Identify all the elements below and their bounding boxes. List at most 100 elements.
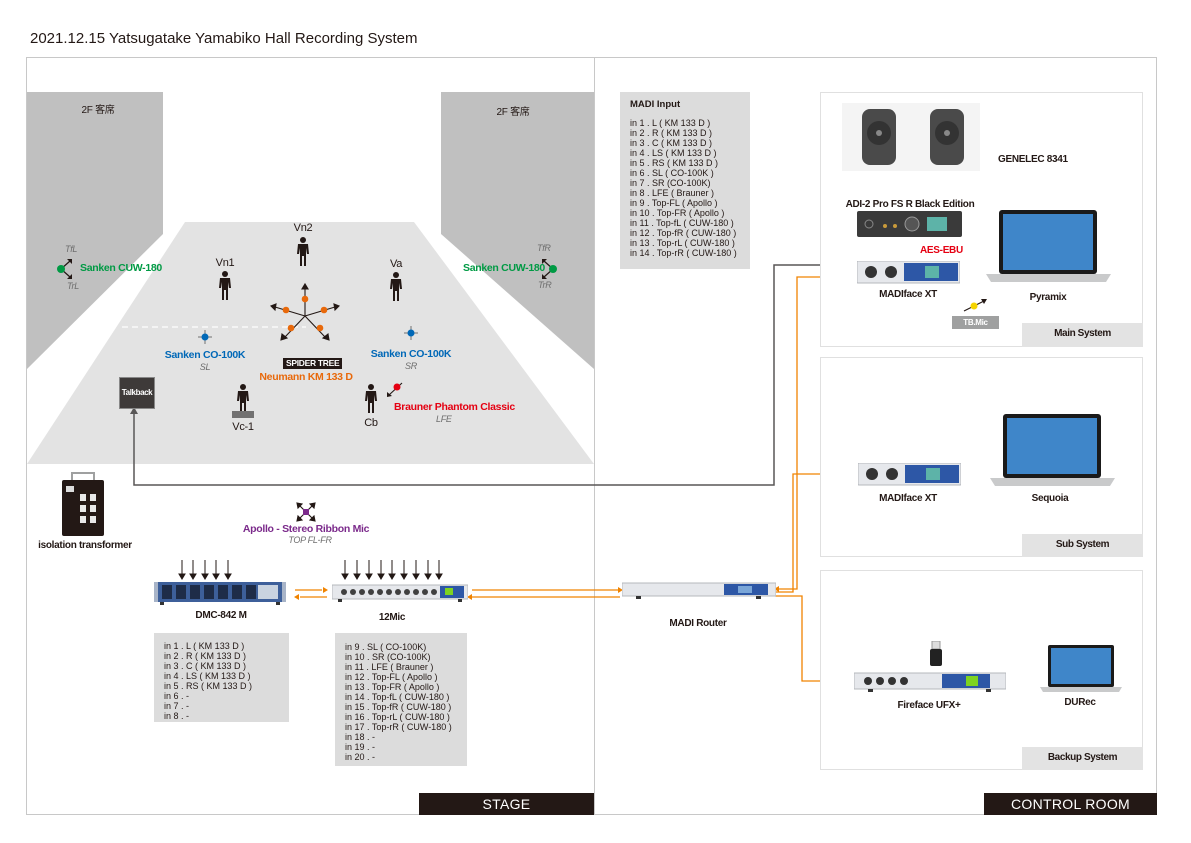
laptop-sequoia-icon [990,414,1115,486]
madi-input-row: in 4 . LS ( KM 133 D ) [630,148,717,158]
dmc-input-row: in 3 . C ( KM 133 D ) [164,661,247,671]
control-room-zone-label: CONTROL ROOM [984,793,1157,815]
mic12-input-row: in 18 . - [345,732,376,742]
apollo-sub: TOP FL-FR [288,535,332,545]
person-icon [297,237,309,266]
stage-floor [27,222,594,464]
mic12-input-row: in 14 . Top-fL ( CUW-180 ) [345,692,450,702]
isolation-transformer-label: isolation transformer [38,540,132,551]
balcony-right-label: 2F 客席 [496,107,530,118]
spider-tree-badge: SPIDER TREE [283,358,343,369]
fireface-label: Fireface UFX+ [897,700,961,711]
player-va-label: Va [389,258,403,270]
cuw180-left-icon [57,259,72,279]
madi-input-row: in 10 . Top-FR ( Apollo ) [630,208,725,218]
mic12-input-row: in 10 . SR (CO-100K) [345,652,431,662]
player-cb-label: Cb [364,417,378,429]
mic12-input-arrows [341,560,443,580]
main-system-label: Main System [1022,323,1143,347]
dmc-input-list: in 1 . L ( KM 133 D ) in 2 . R ( KM 133 … [154,633,289,722]
player-vn2-label: Vn2 [293,222,313,234]
cuw180-right-top-label: TfR [537,243,551,253]
dmc-input-row: in 6 . - [164,691,190,701]
laptop-pyramix-icon [986,210,1111,282]
dmc-input-arrows [178,560,232,580]
co100k-right-icon [404,326,418,340]
madi-input-row: in 13 . Top-rL ( CUW-180 ) [630,238,735,248]
cuw180-right-bottom-label: TrR [538,280,552,290]
backup-system-label: Backup System [1022,747,1143,770]
madi-input-row: in 8 . LFE ( Brauner ) [630,188,715,198]
mic12-device [332,584,468,602]
mic12-input-row: in 19 . - [345,742,376,752]
madi-input-list: MADI Input in 1 . L ( KM 133 D ) in 2 . … [620,92,750,269]
madi-input-row: in 12 . Top-fR ( CUW-180 ) [630,228,737,238]
laptop-durec-icon [1040,645,1122,692]
mic12-label: 12Mic [378,612,406,623]
talkback-button[interactable]: Talkback [119,377,155,409]
brauner-mic-icon [387,382,403,397]
mic12-input-row: in 20 . - [345,752,376,762]
genelec-speakers-icon [842,103,980,171]
co100k-right-sub: SR [405,361,417,371]
adi2-device [857,211,962,237]
madi-input-row: in 14 . Top-rR ( CUW-180 ) [630,248,737,258]
durec-label: DURec [1064,697,1096,708]
mic12-input-row: in 9 . SL ( CO-100K) [345,642,427,652]
co100k-left-sub: SL [199,362,211,372]
balcony-left-shape [27,92,163,369]
brauner-sub: LFE [436,414,452,424]
tbmic-icon [963,299,987,312]
cuw180-right-label: Sanken CUW-180 [463,262,545,274]
mic12-input-row: in 17 . Top-rR ( CUW-180 ) [345,722,452,732]
madi-input-row: in 6 . SL ( CO-100K ) [630,168,714,178]
talkback-arrowhead [130,407,138,414]
madi-input-row: in 5 . RS ( KM 133 D ) [630,158,719,168]
madiface-main-device [857,261,960,284]
madi-input-row: in 11 . Top-fL ( CUW-180 ) [630,218,734,228]
balcony-left-label: 2F 客席 [81,105,115,116]
fireface-ufx-device [854,672,1006,692]
usb-drive-icon [930,641,942,666]
stage-zone-label: STAGE [419,793,594,815]
cuw180-left-label: Sanken CUW-180 [80,262,162,274]
cuw180-left-bottom-label: TrL [67,281,79,291]
mic12-input-row: in 15 . Top-fR ( CUW-180 ) [345,702,452,712]
madi-input-row: in 3 . C ( KM 133 D ) [630,138,713,148]
vc-riser [232,411,254,418]
spider-tree-icon [270,282,340,341]
tbmic-label: TB.Mic [952,316,999,329]
madi-input-row: in 2 . R ( KM 133 D ) [630,128,713,138]
madi-input-row: in 1 . L ( KM 133 D ) [630,118,711,128]
isolation-transformer-icon [62,472,104,536]
sub-system-label: Sub System [1022,534,1143,557]
player-vc-label: Vc-1 [232,421,254,433]
co100k-right-label: Sanken CO-100K [370,348,452,360]
mic12-input-row: in 16 . Top-rL ( CUW-180 ) [345,712,450,722]
mic12-input-list: in 9 . SL ( CO-100K) in 10 . SR (CO-100K… [335,633,467,766]
brauner-label: Brauner Phantom Classic [394,401,515,413]
madiface-sub-device [858,463,961,486]
sequoia-label: Sequoia [1031,493,1069,504]
madi-input-row: in 9 . Top-FL ( Apollo ) [630,198,718,208]
dmc-842-device [154,582,286,605]
apollo-ribbon-mic-icon [296,502,316,522]
genelec-label: GENELEC 8341 [998,154,1068,165]
person-icon [237,384,249,413]
pyramix-label: Pyramix [1029,292,1067,303]
dmc-input-row: in 1 . L ( KM 133 D ) [164,641,245,651]
co100k-left-label: Sanken CO-100K [164,349,246,361]
page-title: 2021.12.15 Yatsugatake Yamabiko Hall Rec… [30,30,418,47]
player-vn1-label: Vn1 [215,257,235,269]
cuw180-left-top-label: TfL [65,244,78,254]
stage-control-divider [594,57,595,815]
spider-tree-mic-label: Neumann KM 133 D [259,371,353,383]
balcony-right-shape [441,92,594,369]
person-icon [219,271,231,300]
madiface-main-label: MADIface XT [879,289,937,300]
madi-input-heading: MADI Input [630,99,681,110]
dmc-input-row: in 7 . - [164,701,190,711]
madiface-sub-label: MADIface XT [879,493,937,504]
cuw180-right-icon [542,259,557,279]
